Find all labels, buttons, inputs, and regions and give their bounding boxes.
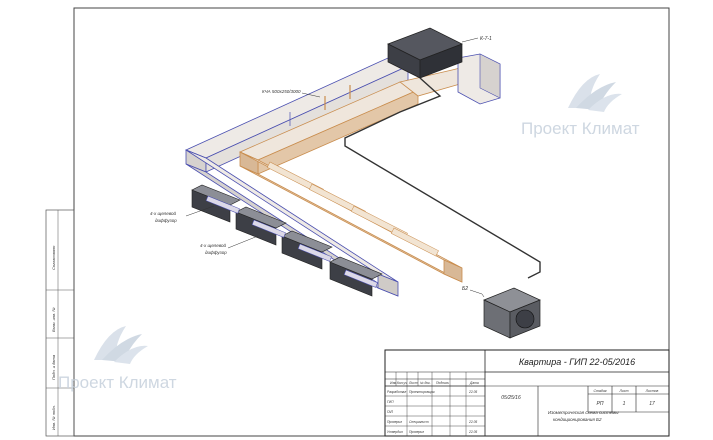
binding-strip [45,209,75,437]
sheets-value: 17 [649,401,655,407]
drawing-title: Квартира - ГИП 22-05/2016 [519,357,635,367]
diffuser-2-label-line2: диффузор [205,250,227,255]
drawing-code: 05/25/16 [501,395,521,401]
name-approver: Проверил [409,430,424,434]
name-checker: Специалист [409,420,429,424]
sheet-header: Лист [618,389,628,393]
indoor-unit-label: К-7-1 [480,36,492,42]
insulated-connectors [266,161,439,257]
role-gip: ГИП [387,400,394,404]
date-approver: 22.05 [468,430,477,434]
rev-header-change: Изм. [390,381,397,385]
role-developer: Разработал [387,390,406,394]
watermark-text-top: Проект Климат [521,119,640,138]
side-label-agreed: Согласовано [51,245,56,270]
side-label-inv-original: Инв. № подл. [51,405,56,430]
name-developer: Проектировщик [409,390,435,394]
side-label-sign-date: Подп. и дата [51,354,56,380]
leader-labels: КЧА 500х250/3000 4-х щелевой диффузор 4-… [150,89,321,255]
stage-header: Стадия [593,389,606,393]
sheet-value: 1 [623,401,626,407]
diffuser-1-label-line2: диффузор [155,218,177,223]
indoor-unit: К-7-1 [387,27,492,79]
outdoor-unit: Б2 [462,286,541,339]
role-approver: Утвердил [387,430,403,434]
refrigerant-line [344,77,541,279]
watermark-text-bottom: Проект Климат [58,373,177,392]
date-developer: 22.05 [468,390,477,394]
duct-label: КЧА 500х250/3000 [262,89,301,94]
rev-header-sheet: Лист [408,381,418,385]
outdoor-unit-label: Б2 [462,286,468,292]
sheets-header: Листов [645,389,659,393]
role-checker: Проверил [387,420,402,424]
rev-header-doc: № док. [420,381,431,385]
watermark-bottom: Проект Климат [58,326,177,392]
title-block: Квартира - ГИП 22-05/2016 05/25/16 Изоме… [384,349,670,437]
rev-header-sign: Подпись [436,381,449,385]
drawing-description-2: кондиционирования Б2 [553,417,602,422]
supply-duct-network [184,53,501,297]
drawing-description-1: Изометрическая схема системы [548,410,619,415]
rev-header-qty: Кол.уч [397,381,407,385]
stage-value: РП [597,401,604,407]
role-gap: ГАП [387,410,394,414]
diffuser-2-label-line1: 4-х щелевой [200,242,226,248]
date-checker: 22.05 [468,420,477,424]
diffuser-1-label-line1: 4-х щелевой [150,210,176,216]
rev-header-date: Дата [469,381,479,385]
side-label-inv-replace: Взам. инв. № [51,307,56,332]
diffuser-row-left [191,184,383,297]
fan-icon [515,309,535,329]
watermark-top: Проект Климат [521,74,640,138]
